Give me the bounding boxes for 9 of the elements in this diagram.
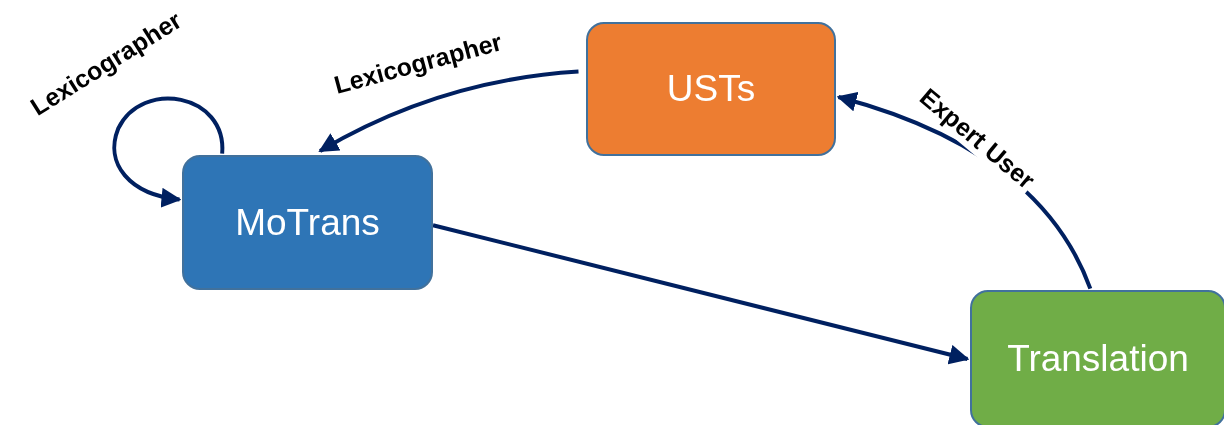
node-label: MoTrans [235, 201, 380, 244]
node-label: Translation [1007, 338, 1189, 380]
arrow [432, 223, 970, 365]
arrow [112, 96, 225, 207]
node-label: USTs [666, 68, 756, 110]
process-box [970, 290, 1224, 425]
process-box [182, 155, 433, 290]
process-box [586, 22, 836, 156]
arrow [318, 69, 579, 153]
